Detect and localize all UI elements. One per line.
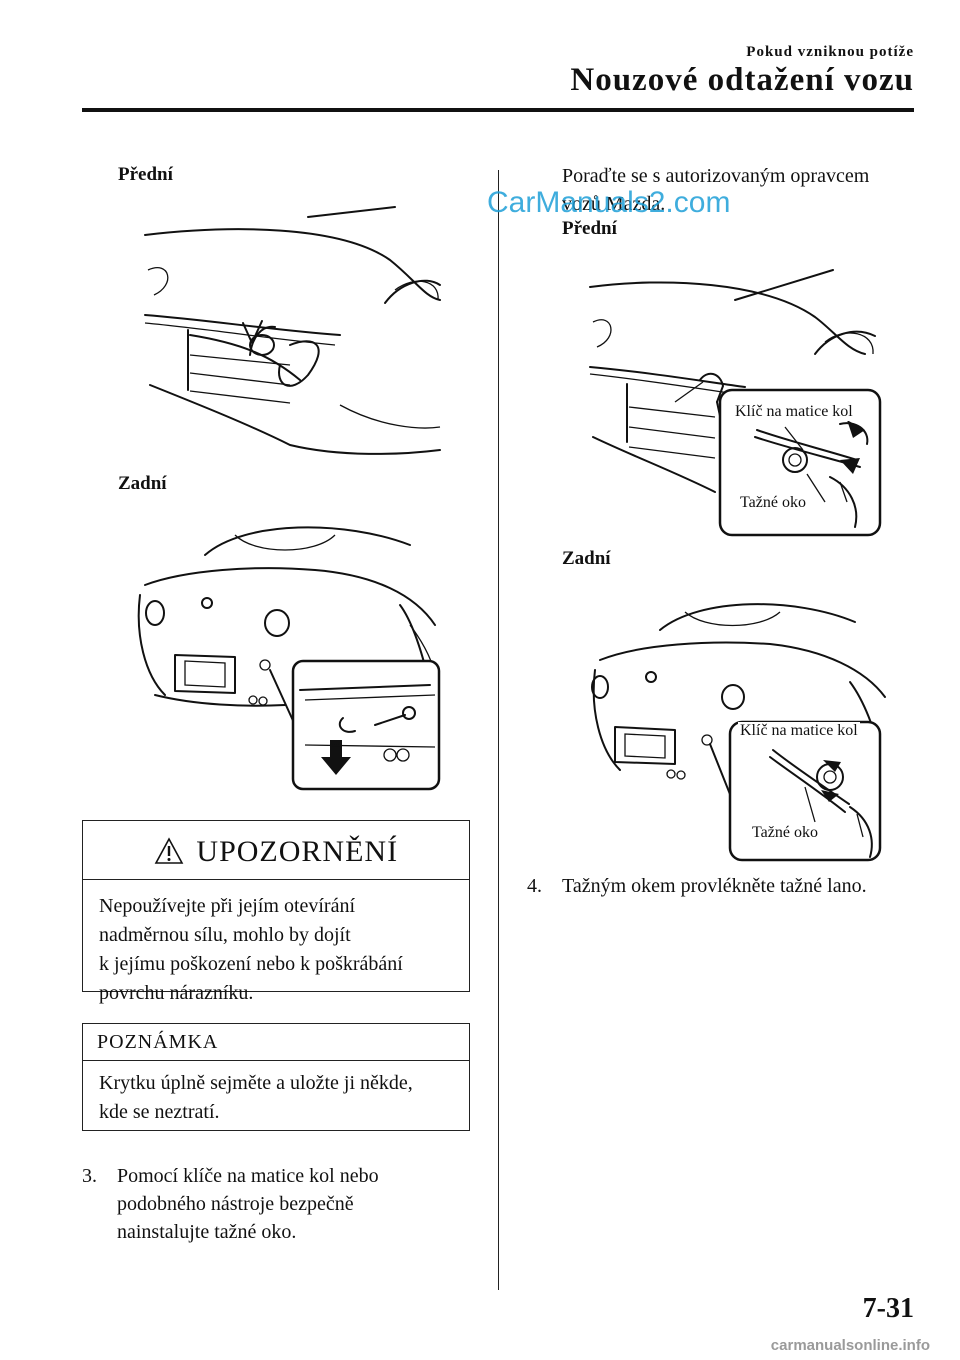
- note-line: Krytku úplně sejměte a uložte ji někde,: [99, 1072, 413, 1094]
- step-line: Pomocí klíče na matice kol nebo: [117, 1165, 379, 1187]
- header-rule: [82, 108, 914, 112]
- front-cover-illustration: [144, 206, 441, 455]
- warning-line: Nepoužívejte při jejím otevírání: [99, 895, 356, 917]
- section-name: Pokud vzniknou potíže: [746, 44, 914, 60]
- front-label-left: Přední: [118, 164, 173, 185]
- callout-wrench-rear: Klíč na matice kol: [738, 722, 860, 740]
- rear-label-right: Zadní: [562, 548, 611, 569]
- warning-text: Nepoužívejte při jejím otevírání nadměrn…: [83, 880, 469, 1020]
- intro-line: vozů Mazda.: [562, 193, 666, 215]
- watermark: CarManuals2.com: [487, 186, 731, 219]
- warning-icon: [154, 837, 184, 864]
- intro-line: Poraďte se s autorizovaným opravcem: [562, 165, 870, 187]
- callout-wrench-front: Klíč na matice kol: [733, 403, 855, 421]
- warning-box: UPOZORNĚNÍ Nepoužívejte při jejím otevír…: [82, 820, 470, 1004]
- step-line: Tažným okem provlékněte tažné lano.: [562, 875, 867, 897]
- warning-line: k jejímu poškození nebo k poškrábání: [99, 953, 403, 975]
- step-line: podobného nástroje bezpečně: [117, 1193, 354, 1215]
- footer-watermark: carmanualsonline.info: [770, 1337, 930, 1354]
- note-box: POZNÁMKA Krytku úplně sejměte a uložte j…: [82, 1023, 470, 1131]
- warning-title: UPOZORNĚNÍ: [196, 835, 399, 868]
- page-title: Nouzové odtažení vozu: [570, 62, 914, 98]
- front-label-right: Přední: [562, 218, 617, 239]
- page-number: 7-31: [862, 1293, 914, 1324]
- intro-text: Poraďte se s autorizovaným opravcem vozů…: [562, 162, 869, 218]
- callout-eye-front: Tažné oko: [738, 494, 808, 512]
- note-text: Krytku úplně sejměte a uložte ji někde, …: [83, 1061, 469, 1139]
- step-number: 3.: [82, 1165, 97, 1187]
- step-number: 4.: [527, 875, 542, 897]
- warning-line: nadměrnou sílu, mohlo by dojít: [99, 924, 351, 946]
- step-3: 3. Pomocí klíče na matice kol nebo podob…: [82, 1162, 472, 1246]
- column-divider: [498, 170, 499, 1290]
- warning-line: povrchu nárazníku.: [99, 982, 254, 1004]
- warning-header: UPOZORNĚNÍ: [83, 821, 469, 880]
- rear-cover-illustration: [137, 526, 441, 791]
- note-line: kde se neztratí.: [99, 1101, 220, 1123]
- step-line: nainstalujte tažné oko.: [117, 1221, 297, 1243]
- callout-eye-rear: Tažné oko: [750, 824, 820, 842]
- rear-label-left: Zadní: [118, 473, 167, 494]
- front-towing-eye-illustration: [589, 269, 882, 537]
- note-header: POZNÁMKA: [83, 1024, 469, 1061]
- step-4: 4. Tažným okem provlékněte tažné lano.: [527, 872, 927, 900]
